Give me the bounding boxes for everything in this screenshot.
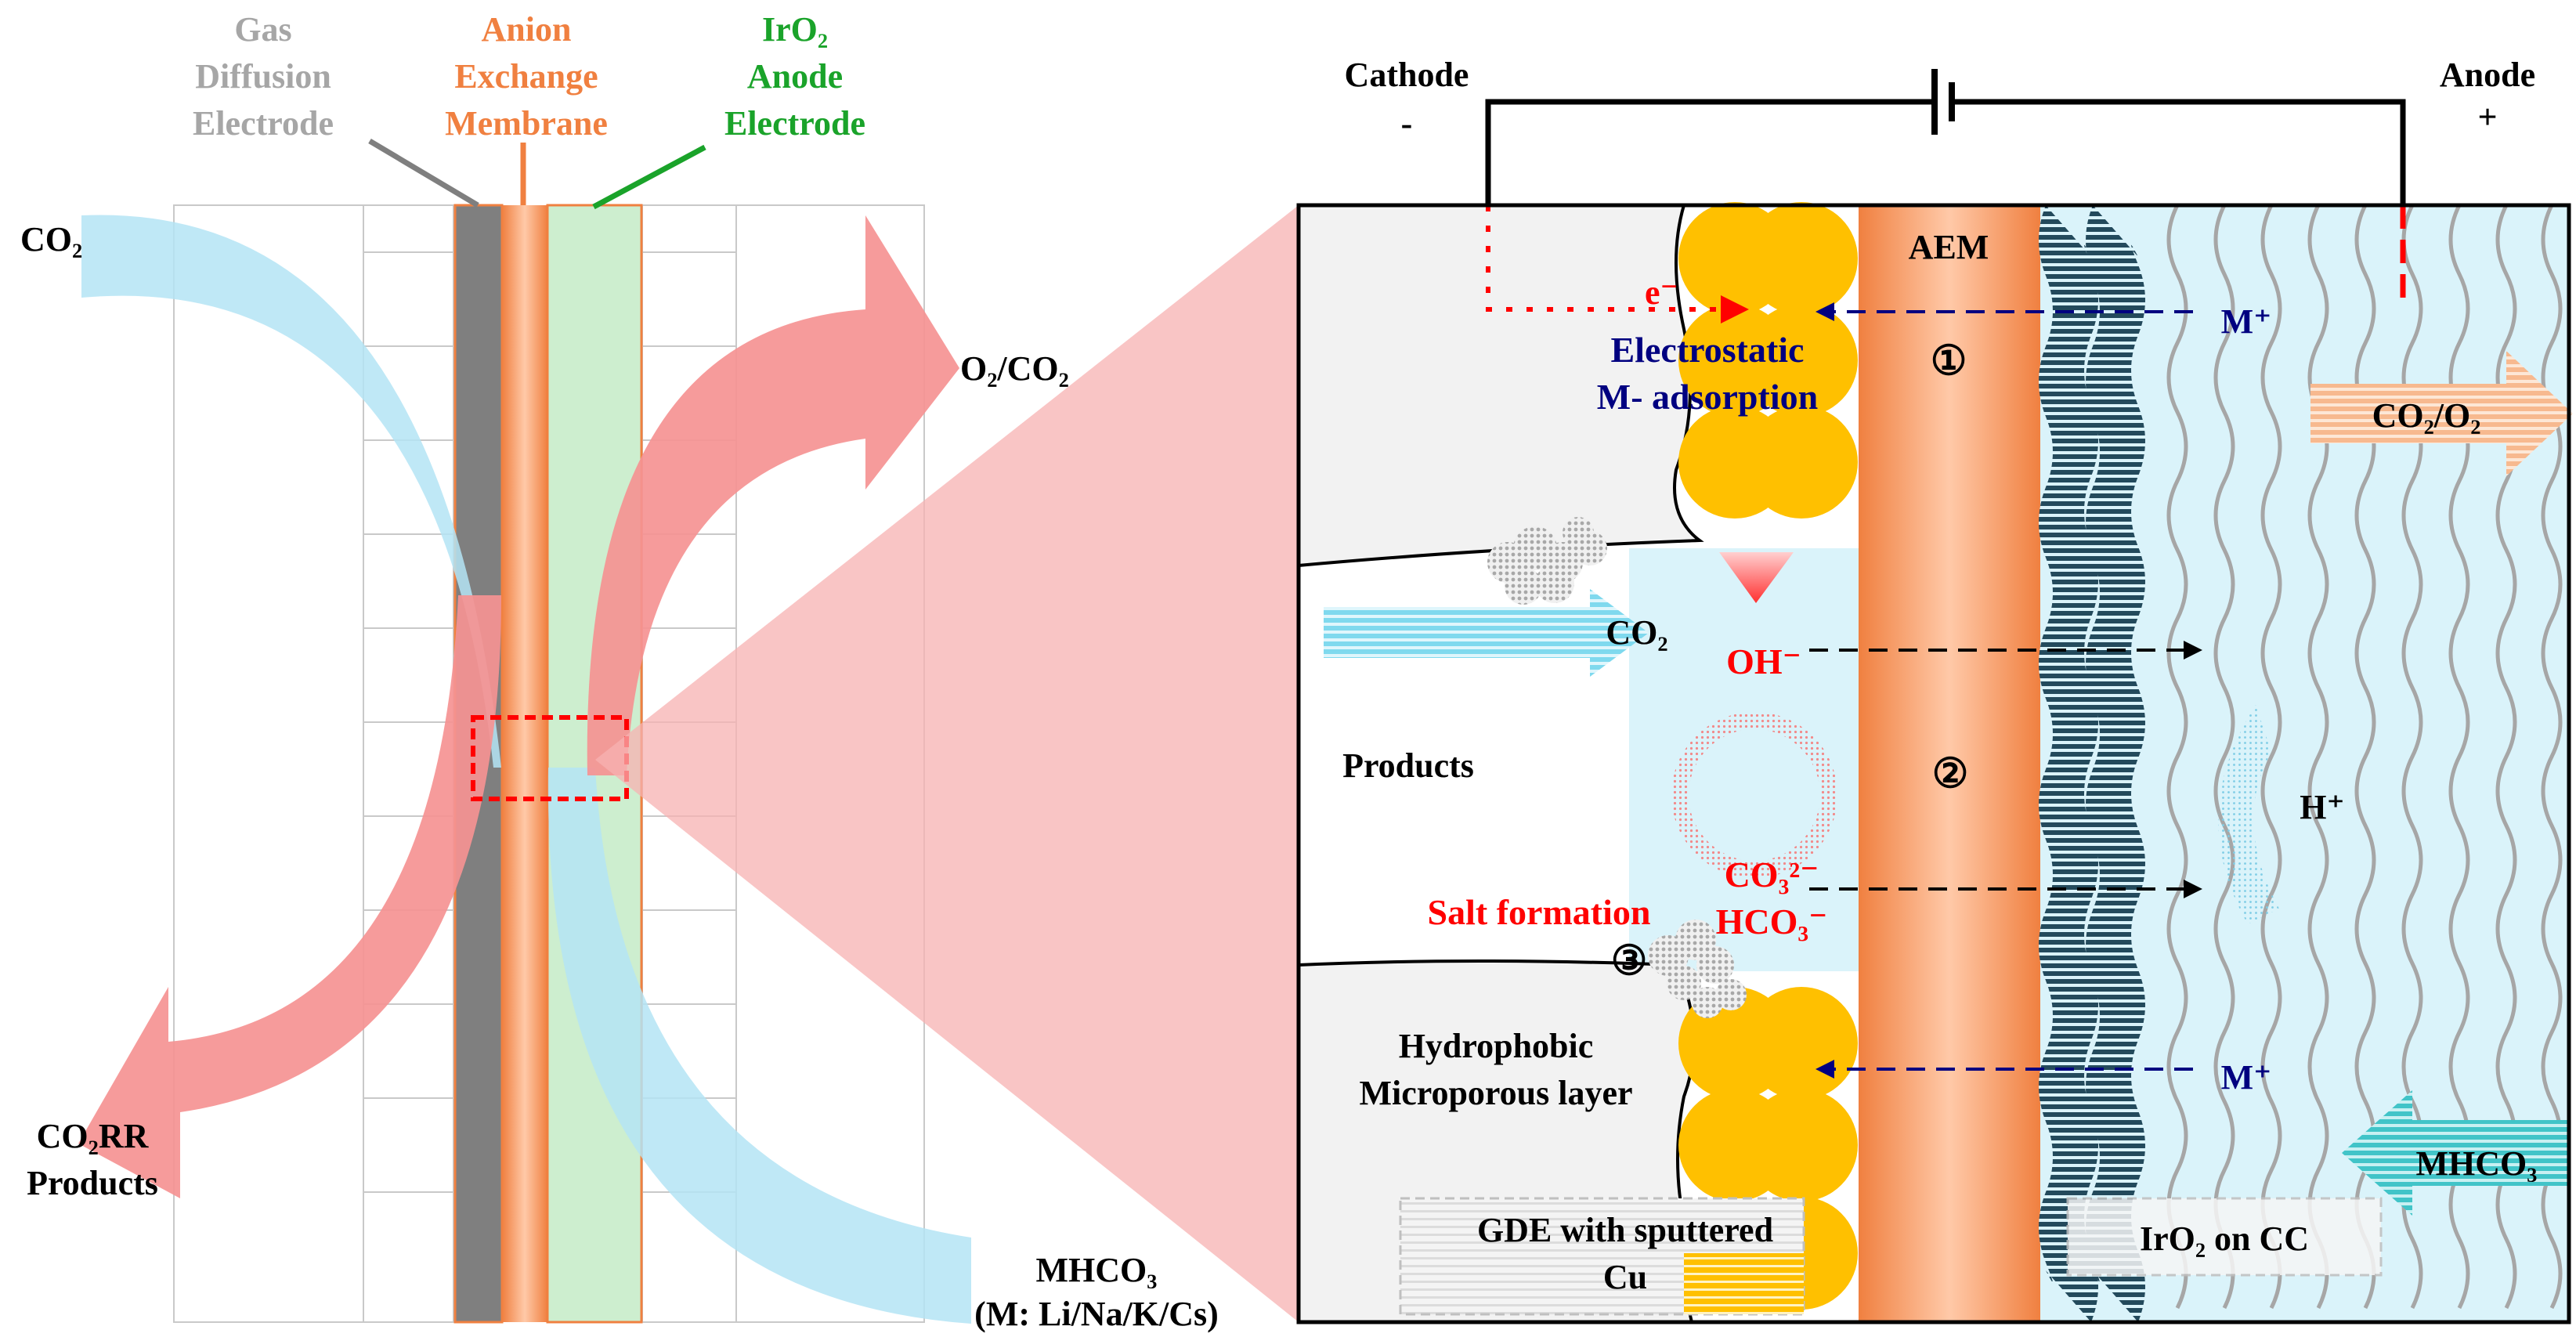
products-label: Products: [1342, 746, 1474, 785]
salt-cluster-top: [1487, 517, 1607, 605]
anode-label-line3: Electrode: [724, 104, 865, 143]
co2-inlet-label: CO₂: [20, 220, 82, 258]
step-1-marker: ①: [1931, 339, 1967, 384]
anode-label-line2: Anode: [747, 57, 843, 96]
co2-inlet-flow-arrow: [81, 215, 501, 768]
step-2-marker: ②: [1932, 752, 1969, 797]
electrostatic-label-line2: M- adsorption: [1597, 377, 1818, 417]
gde-caption-yellow-overlay: [1684, 1253, 1804, 1314]
gde-label-line3: Electrode: [193, 104, 334, 143]
cathode-flow-plate: [173, 204, 454, 1323]
iro2-caption-box: [2066, 1197, 2383, 1277]
external-circuit: [1485, 69, 2406, 205]
anode-label: Anode: [2440, 56, 2535, 94]
electrostatic-label-line1: Electrostatic: [1611, 330, 1805, 370]
co2rr-products-flow-arrow: [78, 595, 501, 1198]
products-label-line1: CO₂RR: [37, 1117, 150, 1155]
mhco3-right-label: MHCO₃: [2416, 1144, 2538, 1183]
oh-generation-marker: [1719, 552, 1794, 603]
right-panel-labels: Cathode - Anode + e⁻ AEM M⁺ Electrostati…: [1342, 56, 2537, 1296]
iro2-caption-label: IrO₂ on CC: [2140, 1220, 2309, 1258]
co2-feed-arrow: [1324, 589, 1649, 677]
cathode-sign: -: [1401, 104, 1413, 143]
mhco3-inlet-arrow: [2342, 1090, 2569, 1216]
co2-o2-outlet-arrow: [2310, 351, 2573, 476]
bicarbonate-label: HCO₃⁻: [1716, 902, 1828, 941]
cathode-label: Cathode: [1345, 56, 1469, 94]
step-3-marker: ③: [1611, 939, 1648, 984]
gde-top-region: [1297, 204, 1704, 568]
hydroxide-label: OH⁻: [1726, 641, 1801, 681]
carbonate-cycle-ring: [1671, 712, 1837, 878]
cation-bottom-label: M⁺: [2221, 1058, 2272, 1097]
zoom-frame-border: [1296, 203, 2571, 1324]
electron-label: e⁻: [1645, 273, 1678, 312]
o2-co2-outlet-flow-arrow: [587, 215, 959, 775]
iro2-anode-layer: [2039, 205, 2145, 1322]
proton-migration-arrow: [2218, 705, 2279, 924]
aem-band: [1859, 205, 2040, 1322]
o2-co2-outlet-label: O₂/CO₂: [960, 349, 1069, 388]
zoomed-interface-view: [1296, 202, 2573, 1324]
anode-leader-line: [592, 144, 706, 210]
products-label-line2: Products: [27, 1164, 158, 1202]
gde-caption-line2: Cu: [1603, 1258, 1647, 1296]
anode-sign: +: [2477, 98, 2497, 136]
hydrophobic-label-line1: Hydrophobic: [1399, 1027, 1594, 1065]
aem-label-line2: Exchange: [454, 57, 598, 96]
salt-formation-label: Salt formation: [1428, 892, 1651, 932]
zoom-projection-cone: [595, 205, 1299, 1322]
anode-label-line1: IrO₂: [762, 10, 828, 49]
gde-label-line2: Diffusion: [195, 57, 331, 96]
aem-label-line1: Anion: [482, 10, 572, 49]
mhco3-label-line2: (M: Li/Na/K/Cs): [974, 1295, 1219, 1333]
aem-label: AEM: [1909, 228, 1989, 266]
mhco3-label-line1: MHCO₃: [1036, 1251, 1158, 1289]
anion-exchange-membrane-layer: [502, 205, 547, 1322]
mhco3-flow-arrow: [547, 768, 971, 1324]
gde-caption-line1: GDE with sputtered: [1477, 1211, 1773, 1249]
salt-cluster-bottom: [1648, 920, 1747, 1018]
proton-label: H⁺: [2300, 788, 2344, 826]
gde-leader-line: [368, 138, 479, 208]
carbonate-label: CO₃²⁻: [1725, 855, 1819, 894]
gde-label-line1: Gas: [234, 10, 291, 49]
cation-top-label: M⁺: [2221, 302, 2272, 341]
co2-label: CO₂: [1606, 613, 1667, 652]
aem-label-line3: Membrane: [445, 104, 608, 143]
hydrophobic-label-line2: Microporous layer: [1359, 1074, 1632, 1112]
co2-o2-label: CO₂/O₂: [2372, 396, 2481, 435]
left-cell-schematic: Gas Diffusion Electrode Anion Exchange M…: [20, 10, 1219, 1333]
electron-path: [1486, 205, 1749, 323]
